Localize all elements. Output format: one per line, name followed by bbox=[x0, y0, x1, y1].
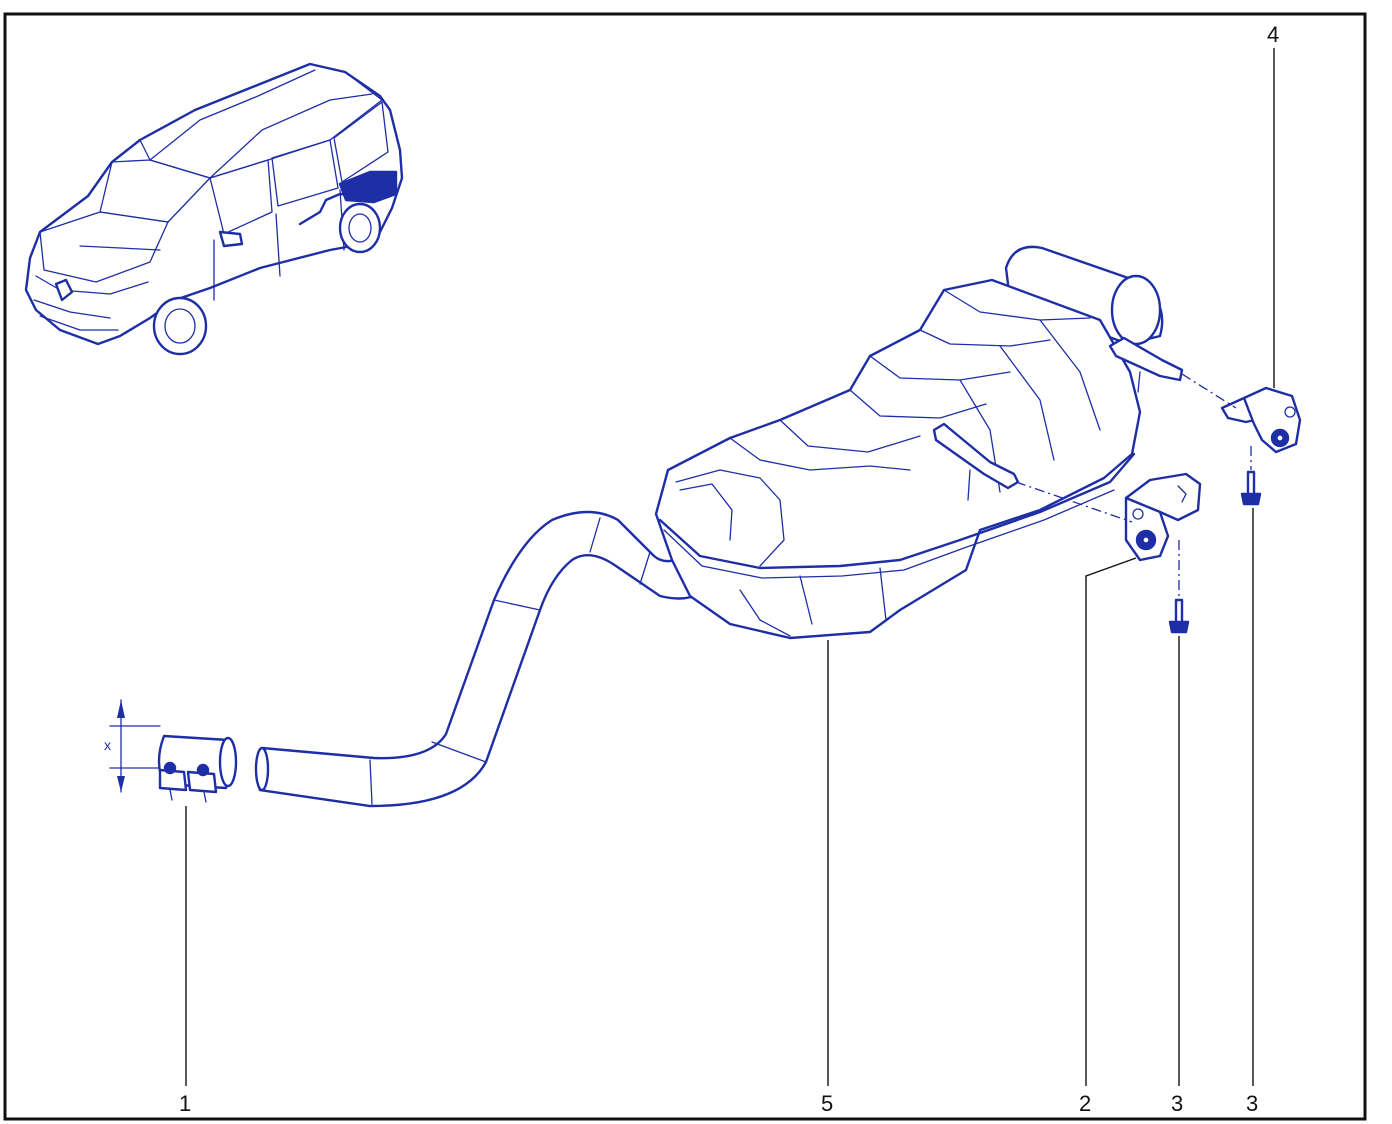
front-mount-icon bbox=[1124, 472, 1202, 562]
exhaust-clamp-icon bbox=[157, 734, 238, 803]
rear-mount-icon bbox=[1220, 386, 1302, 454]
callout-label-2: 2 bbox=[1079, 1091, 1091, 1116]
callout-label-3: 3 bbox=[1171, 1091, 1183, 1116]
alignment-line bbox=[1181, 373, 1237, 409]
callout-label-3-rear: 3 bbox=[1246, 1091, 1258, 1116]
alignment-line bbox=[1015, 481, 1133, 523]
silencer-icon bbox=[654, 245, 1184, 640]
bolt-icon bbox=[1168, 598, 1190, 634]
exhaust-pipe bbox=[254, 510, 722, 808]
callout-label-1: 1 bbox=[179, 1091, 191, 1116]
callout-label-4: 4 bbox=[1267, 22, 1279, 47]
leader-line-2 bbox=[1085, 557, 1137, 1086]
callout-label-5: 5 bbox=[821, 1091, 833, 1116]
diagram-frame bbox=[3, 12, 1367, 1121]
dimension-label: x bbox=[104, 737, 111, 753]
car-overview-icon bbox=[24, 62, 404, 356]
dimension-x: x bbox=[104, 699, 161, 793]
bolt-icon-rear bbox=[1240, 470, 1262, 506]
